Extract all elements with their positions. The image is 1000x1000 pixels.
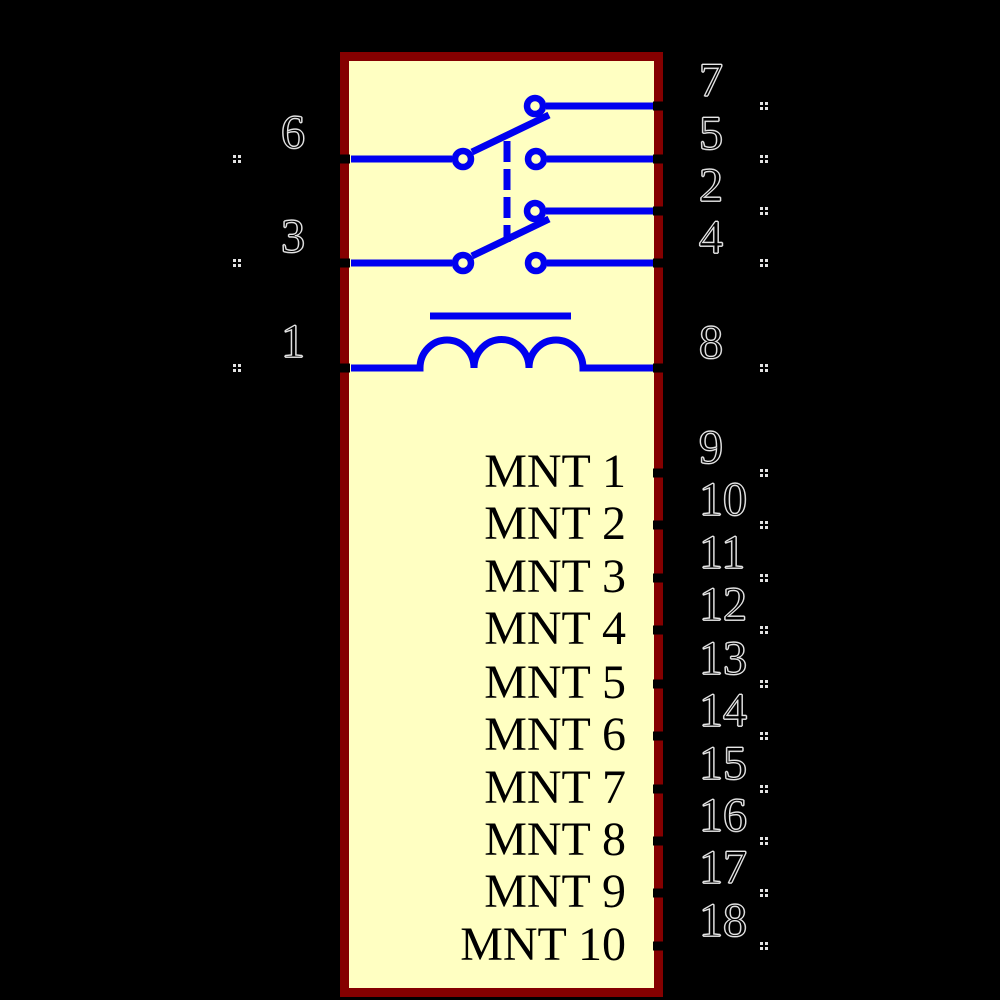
pin-number-8: 8	[699, 316, 724, 369]
pin-stub	[653, 520, 666, 530]
pin-end-marker[interactable]	[760, 732, 763, 735]
pin-number-3: 3	[281, 210, 306, 263]
pin-label-mnt-1: MNT 1	[484, 445, 626, 498]
pin-end-marker[interactable]	[233, 259, 236, 262]
pin-end-marker[interactable]	[760, 364, 763, 367]
contact-throw-circle-pin7	[523, 94, 547, 118]
pin-label-mnt-3: MNT 3	[484, 550, 626, 603]
pin-number-16: 16	[699, 789, 748, 842]
symbol-drawing	[351, 94, 655, 372]
pin-stub	[653, 154, 666, 164]
pin-stub	[337, 258, 350, 268]
pin-label-mnt-5: MNT 5	[484, 656, 626, 709]
pin-number-18: 18	[699, 894, 748, 947]
pin-end-marker[interactable]	[760, 680, 763, 683]
pin-stub	[653, 784, 666, 794]
contact-pole-circle-1	[451, 147, 475, 171]
pin-stub	[653, 468, 666, 478]
pin-stub	[653, 101, 666, 111]
pin-label-mnt-7: MNT 7	[484, 761, 626, 814]
contact-pole-circle-2	[451, 251, 475, 275]
pin-number-9: 9	[699, 421, 724, 474]
pin-end-marker[interactable]	[760, 469, 763, 472]
pin-end-marker[interactable]	[760, 626, 763, 629]
pin-stub	[653, 941, 666, 951]
contact-throw-circle-pin4	[524, 251, 548, 275]
pin-end-marker[interactable]	[760, 837, 763, 840]
pin-stub	[653, 836, 666, 846]
contact-throw-circle-pin2	[523, 199, 547, 223]
pin-stub	[653, 363, 666, 373]
pin-number-2: 2	[699, 159, 724, 212]
pin-end-marker[interactable]	[233, 155, 236, 158]
pin-end-marker[interactable]	[760, 889, 763, 892]
pin-number-15: 15	[699, 737, 748, 790]
pin-number-14: 14	[699, 684, 748, 737]
pin-stub	[653, 679, 666, 689]
pin-number-5: 5	[699, 107, 724, 160]
pin-stubs	[337, 101, 666, 951]
pin-end-marker[interactable]	[760, 155, 763, 158]
contact-throw-circle-pin5	[524, 147, 548, 171]
pin-label-mnt-4: MNT 4	[484, 602, 626, 655]
pin-label-mnt-8: MNT 8	[484, 813, 626, 866]
pin-number-6: 6	[281, 106, 306, 159]
pin-stub	[653, 888, 666, 898]
pin-end-marker[interactable]	[760, 259, 763, 262]
pin-stub	[337, 154, 350, 164]
pin-label-mnt-10: MNT 10	[460, 918, 626, 971]
pin-end-marker[interactable]	[760, 574, 763, 577]
pin-stub	[653, 731, 666, 741]
pin-number-13: 13	[699, 632, 748, 685]
pin-stub	[653, 625, 666, 635]
switch-blade-1	[470, 111, 551, 156]
pin-label-mnt-9: MNT 9	[484, 865, 626, 918]
pin-end-marker[interactable]	[760, 521, 763, 524]
pin-stub	[653, 206, 666, 216]
pin-end-marker[interactable]	[760, 785, 763, 788]
pin-label-mnt-6: MNT 6	[484, 708, 626, 761]
pin-end-marker[interactable]	[233, 364, 236, 367]
pin-number-17: 17	[699, 841, 748, 894]
pin-end-marker[interactable]	[760, 942, 763, 945]
pin-number-10: 10	[699, 473, 748, 526]
coil-icon	[351, 336, 655, 372]
pin-label-mnt-2: MNT 2	[484, 497, 626, 550]
pin-end-marker[interactable]	[760, 102, 763, 105]
pin-end-marker[interactable]	[760, 207, 763, 210]
pin-stub	[653, 258, 666, 268]
pin-number-4: 4	[699, 211, 724, 264]
pin-stub	[337, 363, 350, 373]
pin-number-1: 1	[281, 315, 306, 368]
pin-number-11: 11	[698, 526, 746, 579]
pin-number-7: 7	[699, 54, 724, 107]
pin-number-12: 12	[699, 578, 748, 631]
pin-stub	[653, 573, 666, 583]
